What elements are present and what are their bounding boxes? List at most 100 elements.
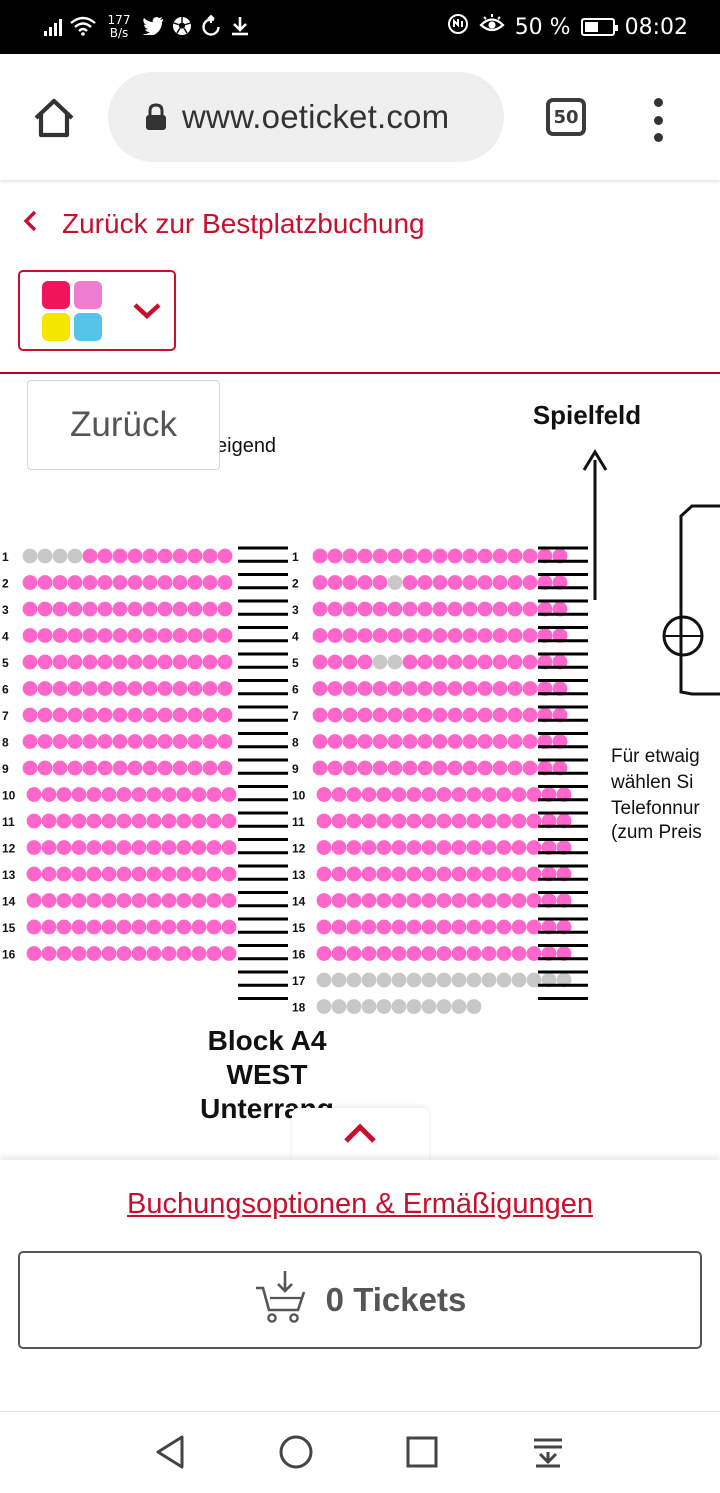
right-block-seat[interactable]	[372, 548, 388, 564]
left-block-seat[interactable]	[161, 840, 177, 855]
right-block-seat[interactable]	[376, 813, 392, 829]
right-block-seat[interactable]	[417, 760, 433, 776]
left-block-seat[interactable]	[82, 601, 98, 617]
left-block-seat[interactable]	[41, 787, 57, 802]
right-block-seat[interactable]	[417, 628, 433, 643]
left-block-seat[interactable]	[146, 787, 162, 802]
left-block-seat[interactable]	[71, 840, 87, 855]
left-block-seat[interactable]	[161, 813, 177, 829]
tickets-cart-button[interactable]: 0 Tickets	[18, 1251, 702, 1349]
right-block-seat[interactable]	[436, 893, 452, 908]
left-block-seat[interactable]	[82, 681, 98, 696]
left-block-seat[interactable]	[146, 866, 162, 882]
right-block-seat[interactable]	[436, 946, 452, 961]
left-block-seat[interactable]	[101, 787, 117, 802]
right-block-seat[interactable]	[361, 787, 377, 802]
right-block-seat[interactable]	[462, 575, 478, 590]
left-block-seat[interactable]	[22, 575, 38, 590]
right-block-seat[interactable]	[387, 707, 403, 723]
left-block-seat[interactable]	[112, 601, 128, 617]
right-block-seat[interactable]	[541, 813, 557, 829]
right-block-seat[interactable]	[327, 734, 343, 749]
right-block-seat[interactable]	[511, 840, 527, 855]
right-block-seat[interactable]	[541, 919, 557, 935]
right-block-seat[interactable]	[327, 760, 343, 776]
right-block-seat[interactable]	[417, 681, 433, 696]
right-block-seat[interactable]	[402, 654, 418, 670]
right-block-seat[interactable]	[391, 866, 407, 882]
right-block-seat[interactable]	[361, 840, 377, 855]
right-block-seat[interactable]	[556, 813, 572, 829]
right-block-seat[interactable]	[312, 548, 328, 564]
right-block-seat[interactable]	[436, 840, 452, 855]
address-bar[interactable]: www.oeticket.com	[108, 72, 504, 162]
left-block-seat[interactable]	[41, 946, 57, 961]
left-block-seat[interactable]	[146, 893, 162, 908]
right-block-seat[interactable]	[372, 734, 388, 749]
left-block-seat[interactable]	[157, 760, 173, 776]
right-block-seat[interactable]	[331, 893, 347, 908]
left-block-seat[interactable]	[56, 893, 72, 908]
left-block-seat[interactable]	[187, 654, 203, 670]
left-block-seat[interactable]	[127, 760, 143, 776]
right-block-seat[interactable]	[346, 919, 362, 935]
left-block-seat[interactable]	[116, 893, 132, 908]
left-block-seat[interactable]	[22, 601, 38, 617]
right-block-seat[interactable]	[511, 946, 527, 961]
left-block-seat[interactable]	[161, 919, 177, 935]
recents-square-icon[interactable]	[402, 1432, 442, 1472]
right-block-seat[interactable]	[331, 919, 347, 935]
right-block-seat[interactable]	[346, 787, 362, 802]
right-block-seat[interactable]	[511, 866, 527, 882]
left-block-seat[interactable]	[206, 946, 222, 961]
left-block-seat[interactable]	[37, 681, 53, 696]
right-block-seat[interactable]	[447, 575, 463, 590]
right-block-seat[interactable]	[376, 946, 392, 961]
left-block-seat[interactable]	[37, 601, 53, 617]
right-block-seat[interactable]	[447, 654, 463, 670]
left-block-seat[interactable]	[161, 946, 177, 961]
right-block-seat[interactable]	[391, 787, 407, 802]
left-block-seat[interactable]	[176, 946, 192, 961]
lock-icon[interactable]	[144, 103, 168, 131]
right-block-seat[interactable]	[496, 919, 512, 935]
right-block-seat[interactable]	[421, 893, 437, 908]
left-block-seat[interactable]	[101, 919, 117, 935]
left-block-seat[interactable]	[52, 575, 68, 590]
left-block-seat[interactable]	[82, 575, 98, 590]
right-block-seat[interactable]	[507, 654, 523, 670]
right-block-seat[interactable]	[492, 601, 508, 617]
left-block-seat[interactable]	[127, 575, 143, 590]
left-block-seat[interactable]	[56, 840, 72, 855]
right-block-seat[interactable]	[537, 654, 553, 670]
right-block-seat[interactable]	[316, 840, 332, 855]
left-block-seat[interactable]	[101, 866, 117, 882]
left-block-seat[interactable]	[41, 893, 57, 908]
left-block-seat[interactable]	[116, 946, 132, 961]
left-block-seat[interactable]	[187, 760, 203, 776]
left-block-seat[interactable]	[172, 601, 188, 617]
right-block-seat[interactable]	[462, 548, 478, 564]
right-block-seat[interactable]	[537, 707, 553, 723]
left-block-seat[interactable]	[187, 707, 203, 723]
url-text[interactable]: www.oeticket.com	[182, 98, 450, 135]
right-block-seat[interactable]	[492, 681, 508, 696]
left-block-seat[interactable]	[26, 866, 42, 882]
right-block-seat[interactable]	[481, 840, 497, 855]
right-block-seat[interactable]	[522, 707, 538, 723]
right-block-seat[interactable]	[466, 866, 482, 882]
right-block-seat[interactable]	[316, 919, 332, 935]
notification-pull-icon[interactable]	[528, 1432, 568, 1472]
left-block-seat[interactable]	[86, 946, 102, 961]
right-block-seat[interactable]	[312, 760, 328, 776]
right-block-seat[interactable]	[537, 601, 553, 617]
right-block-seat[interactable]	[421, 919, 437, 935]
left-block-seat[interactable]	[142, 548, 158, 564]
left-block-seat[interactable]	[131, 813, 147, 829]
right-block-seat[interactable]	[507, 681, 523, 696]
right-block-seat[interactable]	[492, 628, 508, 643]
left-block-seat[interactable]	[202, 628, 218, 643]
left-block-seat[interactable]	[176, 919, 192, 935]
left-block-seat[interactable]	[127, 654, 143, 670]
right-block-seat[interactable]	[492, 575, 508, 590]
